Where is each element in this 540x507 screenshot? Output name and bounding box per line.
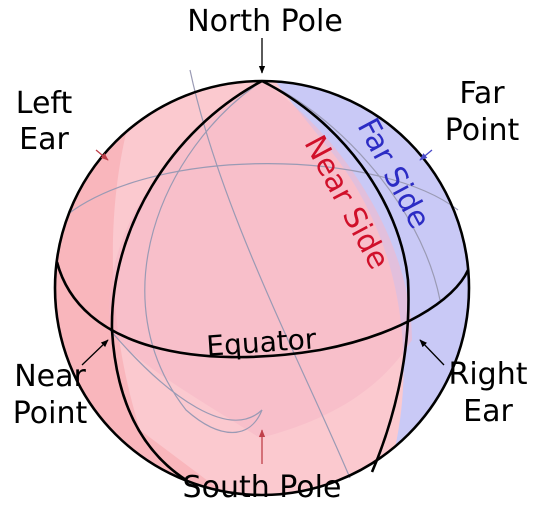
left-shading (55, 81, 260, 495)
far-point-pointer (419, 149, 433, 161)
left-ear-pointer (95, 149, 109, 161)
hidden-lines (67, 69, 459, 479)
equator-line (55, 261, 470, 359)
north-pole-label: North Pole (187, 4, 343, 39)
right-ear-pointer (419, 339, 445, 366)
right-ear-label-line2: Ear (463, 394, 513, 429)
sphere-outline (53, 79, 471, 497)
equator-label: Equator (205, 322, 318, 363)
near-point-label-line1: Near (14, 359, 86, 394)
far-point-label-line2: Point (445, 113, 520, 148)
pointers (81, 38, 445, 464)
south-pole-label: South Pole (183, 470, 342, 505)
left-ear-label-line1: Left (16, 86, 73, 121)
far-side-meridian (261, 79, 410, 473)
left-ear-label-line2: Ear (19, 122, 69, 157)
visible-lines (55, 79, 470, 482)
near-side-meridian (110, 79, 263, 482)
right-ear-label-line1: Right (449, 357, 528, 392)
near-point-pointer (81, 339, 109, 366)
near-point-label-line2: Point (13, 396, 88, 431)
far-point-label-line1: Far (459, 76, 505, 111)
